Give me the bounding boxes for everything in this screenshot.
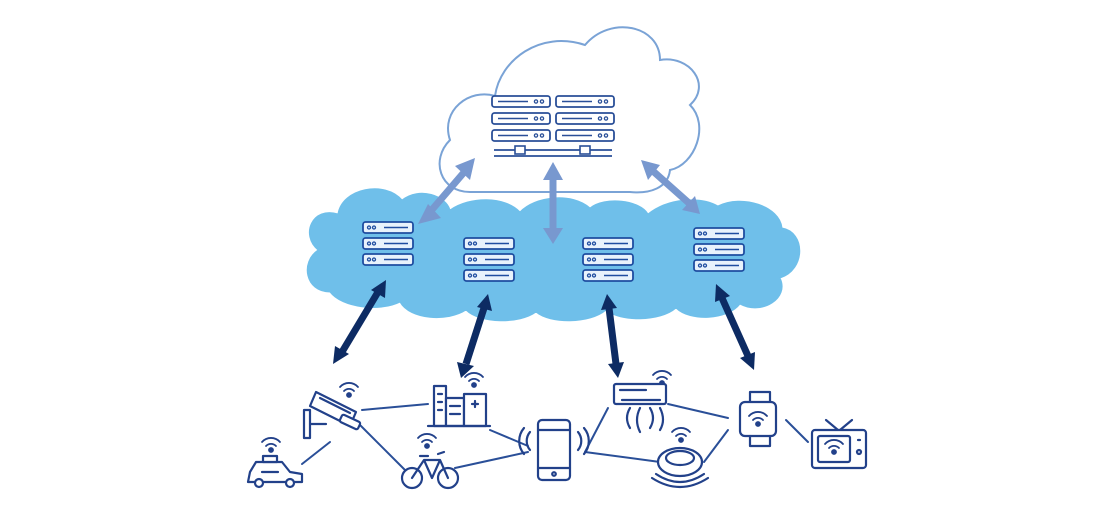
- edge-server-2-icon: [463, 237, 515, 282]
- edge-cloud: [306, 188, 801, 322]
- pale-arrow-right: [641, 160, 700, 214]
- taxi-icon: [246, 436, 304, 489]
- central-cloud: [438, 26, 701, 194]
- central-server-rack-icon: [491, 95, 615, 157]
- robot-vacuum-icon: [650, 426, 710, 489]
- edge-server-3-icon: [582, 237, 634, 282]
- smartphone-icon: [518, 418, 590, 482]
- device-links: [301, 403, 809, 471]
- dark-arrow-hospital: [457, 294, 492, 378]
- edge-server-1-icon: [362, 221, 414, 266]
- dark-arrow-air-conditioner: [601, 294, 624, 378]
- television-icon: [810, 418, 868, 470]
- smartwatch-icon: [738, 390, 778, 448]
- security-camera-icon: [302, 381, 362, 440]
- bicycle-icon: [400, 432, 460, 490]
- hospital-icon: [426, 371, 492, 428]
- dark-arrow-camera: [333, 280, 386, 364]
- dark-arrow-smartwatch: [715, 284, 755, 370]
- edge-server-4-icon: [693, 227, 745, 272]
- pale-arrow-center: [543, 162, 563, 244]
- pale-arrow-left: [418, 158, 475, 224]
- air-conditioner-icon: [612, 369, 673, 434]
